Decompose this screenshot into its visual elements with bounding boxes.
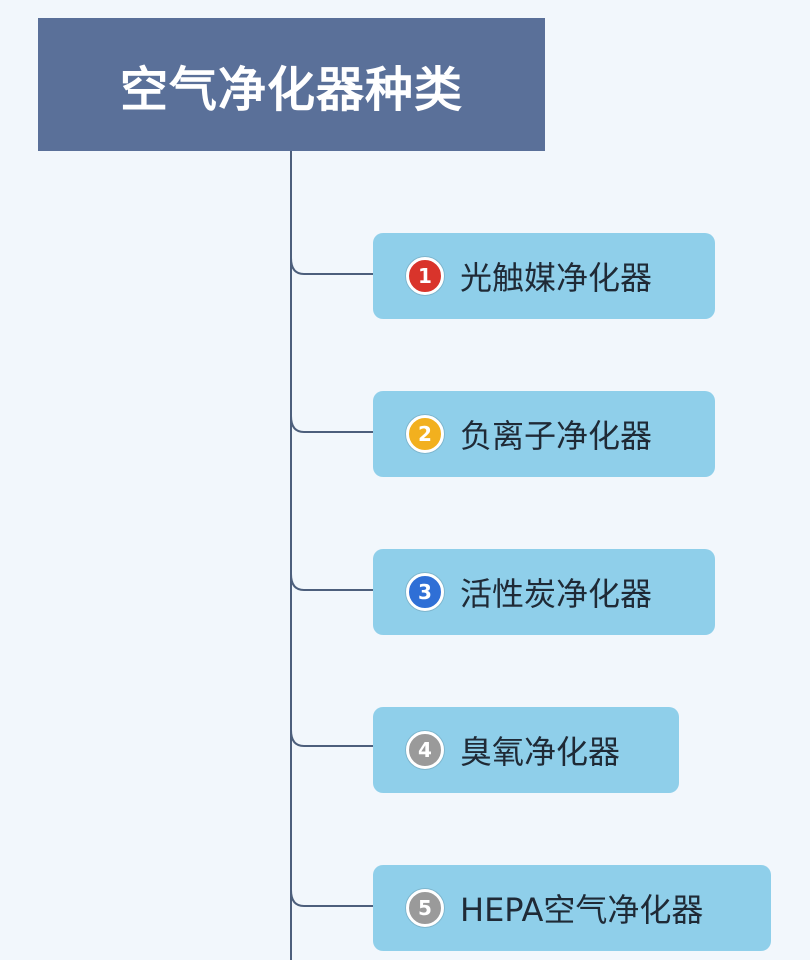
priority-badge-5: 5: [406, 889, 444, 927]
priority-badge-3: 3: [406, 573, 444, 611]
branch-connector-1: [290, 258, 374, 278]
priority-badge-4: 4: [406, 731, 444, 769]
branch-connector-4: [290, 730, 374, 750]
topic-label-5: HEPA空气净化器: [460, 891, 704, 929]
topic-node-2[interactable]: 2 负离子净化器: [373, 391, 715, 477]
topic-label-3: 活性炭净化器: [460, 575, 653, 613]
topic-label-2: 负离子净化器: [460, 417, 653, 455]
topic-node-5[interactable]: 5 HEPA空气净化器: [373, 865, 771, 951]
topic-node-4[interactable]: 4 臭氧净化器: [373, 707, 679, 793]
priority-badge-1: 1: [406, 257, 444, 295]
trunk-connector: [290, 151, 292, 960]
topic-label-1: 光触媒净化器: [460, 259, 653, 297]
topic-label-4: 臭氧净化器: [460, 733, 621, 771]
priority-badge-2: 2: [406, 415, 444, 453]
topic-node-3[interactable]: 3 活性炭净化器: [373, 549, 715, 635]
root-topic[interactable]: 空气净化器种类: [38, 18, 545, 151]
topic-node-1[interactable]: 1 光触媒净化器: [373, 233, 715, 319]
branch-connector-3: [290, 574, 374, 594]
root-title: 空气净化器种类: [119, 61, 463, 118]
branch-connector-2: [290, 416, 374, 436]
branch-connector-5: [290, 890, 374, 910]
